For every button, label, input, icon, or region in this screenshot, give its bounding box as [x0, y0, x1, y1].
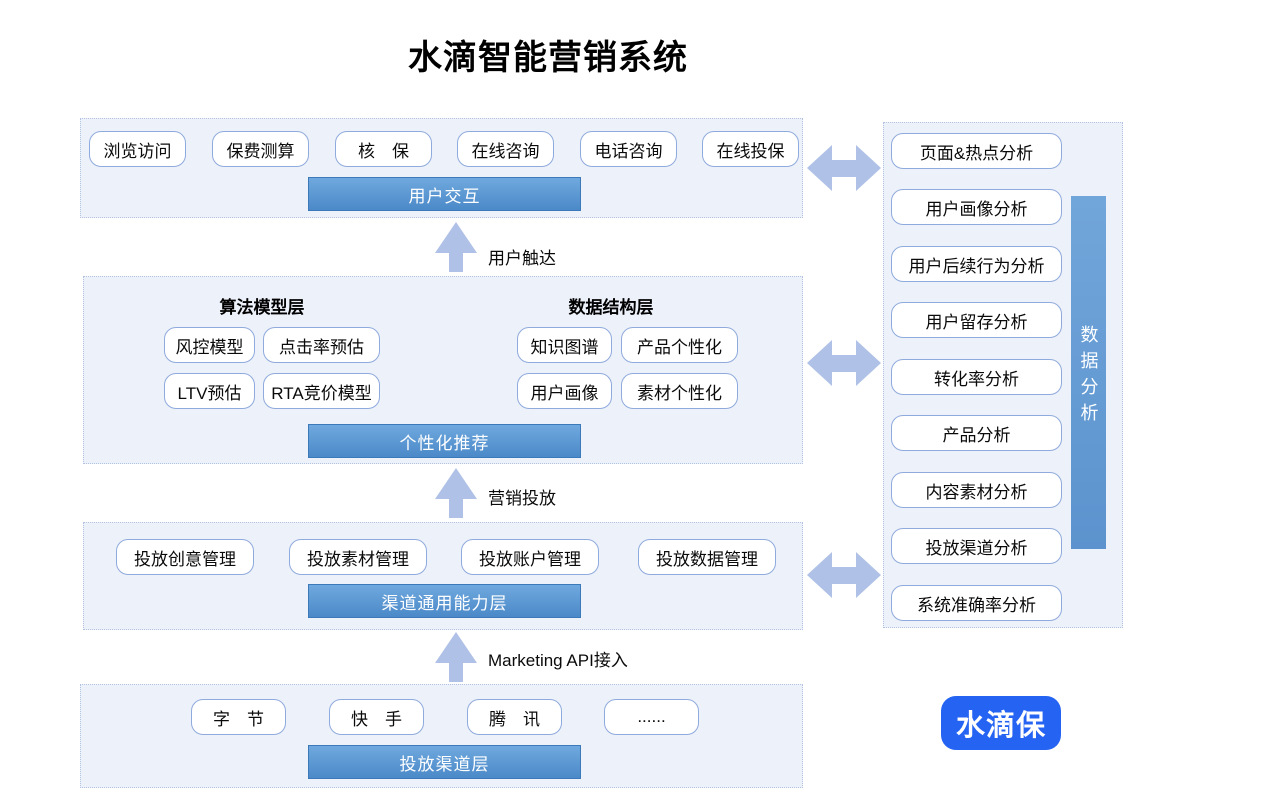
arrow-head: [435, 222, 477, 253]
arrow-stem: [449, 499, 463, 518]
channel-ability-panel: 投放创意管理 投放素材管理 投放账户管理 投放数据管理 渠道通用能力层: [83, 522, 803, 630]
data-analysis-bar: 数据分析: [1071, 196, 1106, 549]
box-conversion-analysis: 转化率分析: [891, 359, 1062, 395]
model-layer-panel: 算法模型层 数据结构层 风控模型 点击率预估 LTV预估 RTA竞价模型 知识图…: [83, 276, 803, 464]
arrow-head: [435, 632, 477, 663]
box-knowledge-graph: 知识图谱: [517, 327, 612, 363]
box-online-consult: 在线咨询: [457, 131, 554, 167]
interaction-layer-panel: 浏览访问 保费测算 核 保 在线咨询 电话咨询 在线投保 用户交互: [80, 118, 803, 218]
flow-label-marketing: 营销投放: [488, 489, 556, 508]
arrow-bar: [832, 159, 856, 177]
box-online-insure: 在线投保: [702, 131, 799, 167]
box-product-analysis: 产品分析: [891, 415, 1062, 451]
box-product-personalization: 产品个性化: [621, 327, 738, 363]
box-page-hotspot-analysis: 页面&热点分析: [891, 133, 1062, 169]
brand-logo: 水滴保: [941, 696, 1061, 750]
box-ltv-estimate: LTV预估: [164, 373, 255, 409]
flow-label-api: Marketing API接入: [488, 651, 628, 670]
arrow-right-head: [856, 552, 881, 598]
box-creative-mgmt: 投放创意管理: [116, 539, 254, 575]
box-more-channels: ......: [604, 699, 699, 735]
media-channel-panel: 字 节 快 手 腾 讯 ...... 投放渠道层: [80, 684, 803, 788]
box-content-material-analysis: 内容素材分析: [891, 472, 1062, 508]
double-arrow-icon: [807, 145, 881, 191]
box-user-profile-analysis: 用户画像分析: [891, 189, 1062, 225]
box-system-accuracy-analysis: 系统准确率分析: [891, 585, 1062, 621]
box-risk-model: 风控模型: [164, 327, 255, 363]
box-retention-analysis: 用户留存分析: [891, 302, 1062, 338]
double-arrow-icon: [807, 340, 881, 386]
box-phone-consult: 电话咨询: [580, 131, 677, 167]
box-bytedance: 字 节: [191, 699, 286, 735]
double-arrow-icon: [807, 552, 881, 598]
data-analysis-bar-label: 数据分析: [1078, 324, 1099, 429]
arrow-left-head: [807, 340, 832, 386]
box-ctr-estimate: 点击率预估: [263, 327, 380, 363]
arrow-bar: [832, 566, 856, 584]
box-follow-behavior-analysis: 用户后续行为分析: [891, 246, 1062, 282]
personalized-recommendation-bar: 个性化推荐: [308, 424, 581, 458]
up-arrow-icon: [435, 222, 477, 272]
user-interaction-bar: 用户交互: [308, 177, 581, 211]
box-underwriting: 核 保: [335, 131, 432, 167]
arrow-bar: [832, 354, 856, 372]
arrow-left-head: [807, 552, 832, 598]
channel-layer-bar: 投放渠道层: [308, 745, 581, 779]
page-title: 水滴智能营销系统: [408, 39, 688, 77]
arrow-head: [435, 468, 477, 499]
box-premium-calc: 保费测算: [212, 131, 309, 167]
arrow-right-head: [856, 340, 881, 386]
box-data-mgmt: 投放数据管理: [638, 539, 776, 575]
channel-ability-bar: 渠道通用能力层: [308, 584, 581, 618]
box-kuaishou: 快 手: [329, 699, 424, 735]
box-account-mgmt: 投放账户管理: [461, 539, 599, 575]
arrow-stem: [449, 663, 463, 682]
arrow-right-head: [856, 145, 881, 191]
data-layer-header: 数据结构层: [568, 298, 654, 317]
box-material-mgmt: 投放素材管理: [289, 539, 427, 575]
box-browse-visit: 浏览访问: [89, 131, 186, 167]
box-delivery-channel-analysis: 投放渠道分析: [891, 528, 1062, 564]
box-material-personalization: 素材个性化: [621, 373, 738, 409]
box-tencent: 腾 讯: [467, 699, 562, 735]
box-user-profile: 用户画像: [517, 373, 612, 409]
arrow-stem: [449, 253, 463, 272]
algo-layer-header: 算法模型层: [219, 298, 305, 317]
box-rta-bidding: RTA竞价模型: [263, 373, 380, 409]
up-arrow-icon: [435, 632, 477, 682]
up-arrow-icon: [435, 468, 477, 518]
flow-label-user-reach: 用户触达: [488, 249, 556, 268]
arrow-left-head: [807, 145, 832, 191]
